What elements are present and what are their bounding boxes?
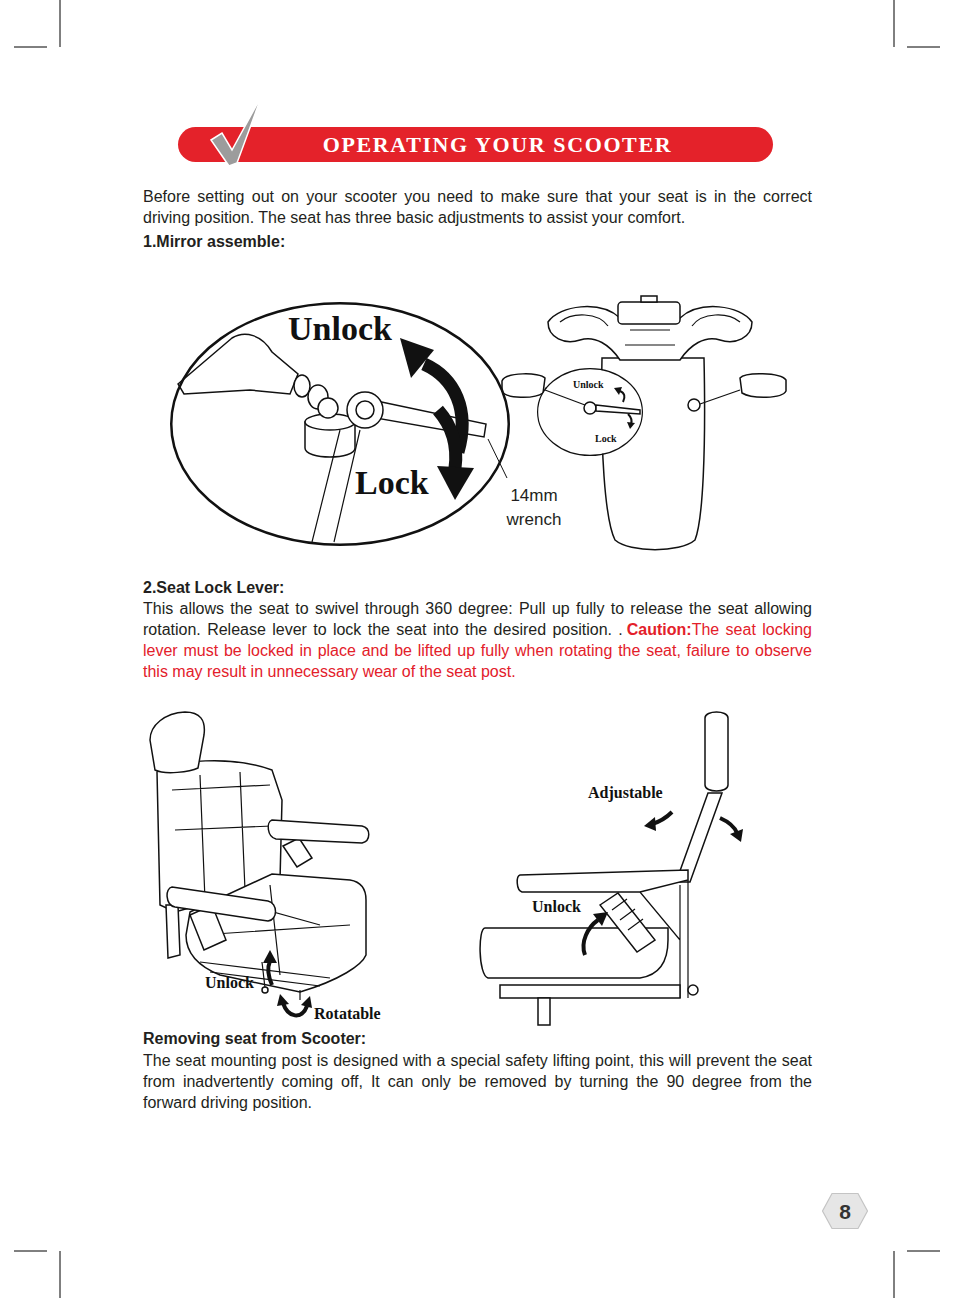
section-heading: Removing seat from Scooter:	[143, 1030, 366, 1047]
section-heading-holder: Removing seat from Scooter:	[143, 1028, 366, 1049]
section-heading: 2.Seat Lock Lever:	[143, 579, 284, 596]
adjust-knob	[688, 985, 698, 995]
lever-knob	[262, 987, 268, 993]
body-text: Before setting out on your scooter you n…	[143, 188, 812, 226]
arrow-head	[263, 950, 277, 963]
back-post	[676, 793, 722, 882]
wrench	[370, 400, 486, 437]
armrest	[167, 887, 275, 921]
arrow-head	[400, 338, 434, 378]
page-number-badge: 8	[822, 1193, 868, 1229]
callout-word: Lock	[355, 464, 429, 501]
section-heading-holder: 2.Seat Lock Lever:	[143, 577, 284, 598]
caution-heading: Caution:	[627, 621, 692, 638]
section-heading-holder: 1.Mirror assemble:	[143, 231, 285, 252]
gas-spring	[283, 838, 312, 867]
scooter-tiller	[548, 302, 752, 360]
lock-arrow	[438, 410, 456, 468]
console	[618, 302, 680, 324]
page-number: 8	[839, 1201, 851, 1222]
mirror-clamp	[584, 402, 596, 414]
arrow-head	[644, 817, 656, 831]
seat-cushion	[186, 874, 366, 992]
arrow-head	[437, 466, 474, 500]
headrest	[150, 712, 204, 773]
action-label: Rotatable	[314, 1005, 381, 1022]
mirror-stem	[312, 430, 360, 542]
unlock-arrow	[268, 961, 272, 985]
nut	[356, 401, 374, 419]
tool-label-holder: 14mm wrench	[496, 484, 572, 532]
figure-label-holder: Adjustable	[588, 784, 663, 802]
lever-paragraph: This allows the seat to swivel through 3…	[143, 598, 812, 682]
tool-size-label: 14mm wrench	[507, 486, 562, 529]
detail-circle: UnlockLock	[537, 368, 643, 456]
adjust-arrow	[720, 818, 737, 833]
detail-ground	[538, 369, 642, 455]
arrow-head	[301, 996, 312, 1008]
handlebar-grip	[178, 334, 298, 394]
arrow-head	[627, 422, 635, 429]
callout-word-holder: Unlock	[288, 312, 392, 346]
mirror-clamp	[688, 399, 700, 411]
lever-cylinder	[600, 893, 655, 952]
checkmark-icon	[211, 95, 262, 166]
base-plate	[500, 985, 680, 998]
banner-text-holder: OPERATING YOUR SCOOTER	[178, 127, 773, 162]
seat-base	[200, 962, 330, 1000]
arrow-head	[614, 387, 622, 395]
arrow-head	[730, 829, 743, 842]
crop-marks	[14, 0, 940, 1298]
callout-word-holder: Lock	[595, 428, 617, 446]
callout-word-holder: Unlock	[573, 374, 604, 392]
action-label: Unlock	[532, 898, 581, 915]
banner-title: OPERATING YOUR SCOOTER	[323, 134, 672, 156]
seat-post	[538, 998, 550, 1025]
figure-label-holder: Unlock	[205, 974, 254, 992]
wrench	[596, 405, 640, 414]
arrow-head	[593, 912, 608, 926]
headrest	[705, 712, 728, 791]
armrest-bracket	[166, 905, 180, 958]
removal-paragraph: The seat mounting post is designed with …	[143, 1050, 812, 1113]
circle-outline	[538, 369, 643, 456]
figure-label-holder: Unlock	[532, 898, 581, 916]
action-label: Adjustable	[588, 784, 663, 801]
body-text: The seat mounting post is designed with …	[143, 1052, 812, 1111]
unlock-arrow	[583, 920, 598, 955]
armrest	[268, 820, 369, 843]
wrench-head	[347, 392, 383, 428]
ball-joint	[318, 398, 338, 418]
intro-paragraph: Before setting out on your scooter you n…	[143, 186, 812, 228]
magnifier-circle: UnlockLock	[170, 302, 510, 546]
section-heading: 1.Mirror assemble:	[143, 233, 285, 250]
callout-word: Unlock	[288, 310, 392, 347]
arrow-head	[277, 994, 289, 1006]
left-mirror	[502, 374, 545, 397]
callout-word-holder: Lock	[355, 466, 429, 500]
mirror-stem	[545, 390, 585, 405]
right-mirror	[740, 374, 786, 398]
hexagon-badge	[823, 1194, 868, 1229]
leader-line	[488, 439, 507, 478]
figure-label-holder: Rotatable	[314, 1005, 381, 1023]
circle-outline	[171, 303, 509, 545]
callout-word: Unlock	[573, 379, 604, 390]
action-label: Unlock	[205, 974, 254, 991]
title-band	[178, 127, 773, 162]
lever-grooves	[612, 899, 643, 930]
callout-word: Lock	[595, 433, 617, 444]
console-key	[641, 296, 657, 302]
lock-lever	[262, 962, 265, 988]
unlock-arrow	[620, 391, 624, 402]
armrest	[517, 870, 688, 892]
